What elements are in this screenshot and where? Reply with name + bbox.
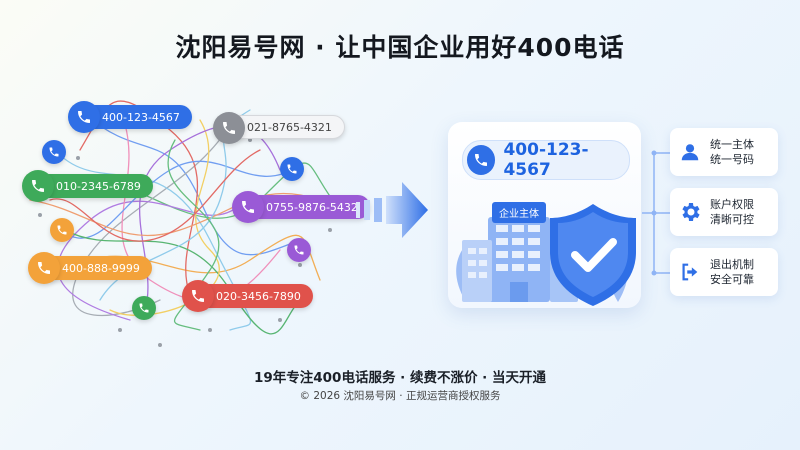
building-shield-illustration [456, 204, 636, 306]
exit-icon [670, 261, 710, 283]
phone-pill-4: 0755-9876-5432 [232, 191, 370, 223]
feature-line: 退出机制 [710, 258, 754, 271]
phone-number: 010-2345-6789 [56, 179, 141, 193]
primary-number: 400-123-4567 [503, 140, 589, 180]
enterprise-tag: 企业主体 [492, 202, 546, 223]
phone-icon [280, 157, 304, 181]
feature-line: 账户权限 [710, 198, 754, 211]
phone-pill-3: 010-2345-6789 [22, 170, 153, 202]
phone-number: 021-8765-4321 [247, 120, 332, 134]
phone-icon [232, 191, 264, 223]
phone-number: 400-123-4567 [102, 110, 180, 124]
phone-icon [467, 145, 496, 175]
phone-icon [287, 238, 311, 262]
phone-icon [42, 140, 66, 164]
enterprise-card: 400-123-4567 企业主体 [448, 122, 641, 308]
phone-pill-2: 021-8765-4321 [213, 112, 345, 144]
phone-number: 0755-9876-5432 [266, 200, 358, 214]
primary-number-pill: 400-123-4567 [462, 140, 630, 180]
feature-card-unified: 统一主体 统一号码 [670, 128, 778, 176]
feature-line: 安全可靠 [710, 273, 754, 286]
phone-icon [28, 252, 60, 284]
phone-pill-6: 020-3456-7890 [182, 280, 313, 312]
phone-icon [68, 101, 100, 133]
feature-line: 统一号码 [710, 153, 754, 166]
slogan: 19年专注400电话服务 · 续费不涨价 · 当天开通 [253, 370, 547, 386]
transform-arrow-icon [356, 182, 428, 238]
phone-icon [182, 280, 214, 312]
page-title: 沈阳易号网 · 让中国企业用好400电话 [175, 33, 625, 62]
user-icon [670, 141, 710, 163]
copyright: © 2026 沈阳易号网 · 正规运营商授权服务 [299, 390, 501, 402]
feature-line: 清晰可控 [710, 213, 754, 226]
phone-icon [50, 218, 74, 242]
phone-number: 020-3456-7890 [216, 289, 301, 303]
feature-card-permission: 账户权限 清晰可控 [670, 188, 778, 236]
phone-number: 400-888-9999 [62, 261, 140, 275]
feature-card-exit: 退出机制 安全可靠 [670, 248, 778, 296]
phone-icon [213, 112, 245, 144]
connector-lines [642, 150, 670, 276]
phone-icon [132, 296, 156, 320]
phone-pill-1: 400-123-4567 [68, 101, 192, 133]
gear-icon [670, 200, 710, 224]
phone-pill-5: 400-888-9999 [28, 252, 152, 284]
feature-line: 统一主体 [710, 138, 754, 151]
phone-icon [22, 170, 54, 202]
